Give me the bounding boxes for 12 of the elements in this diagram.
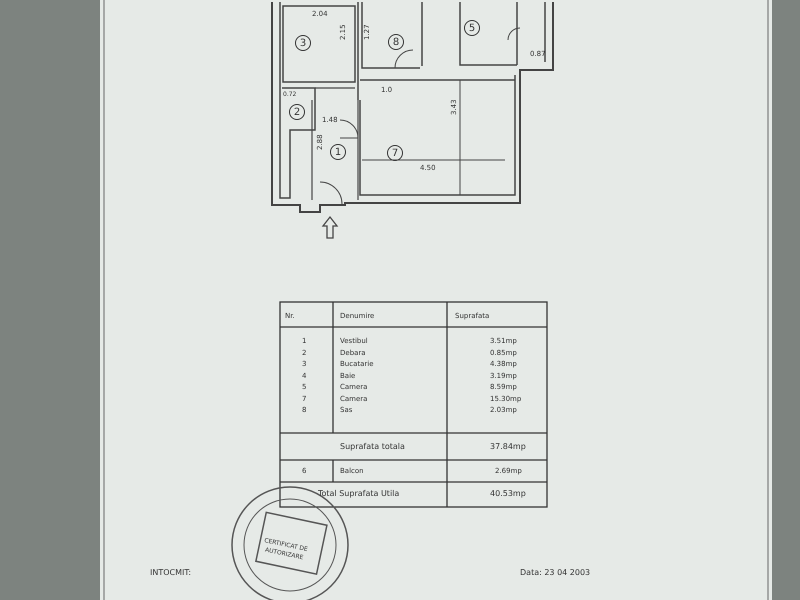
table-total: Suprafata totala bbox=[340, 442, 405, 451]
signature-label: INTOCMIT: bbox=[150, 568, 192, 577]
room-number: 7 bbox=[387, 145, 403, 161]
room-number: 5 bbox=[464, 20, 480, 36]
table-value: 40.53mp bbox=[490, 489, 526, 498]
table-value: 37.84mp bbox=[490, 442, 526, 451]
room-number: 8 bbox=[388, 34, 404, 50]
room-number: 1 bbox=[330, 144, 346, 160]
room-number: 3 bbox=[295, 35, 311, 51]
room-number: 2 bbox=[289, 104, 305, 120]
date-text: Data: 23 04 2003 bbox=[520, 568, 590, 577]
table-total: Total Suprafata Utila bbox=[318, 489, 400, 498]
